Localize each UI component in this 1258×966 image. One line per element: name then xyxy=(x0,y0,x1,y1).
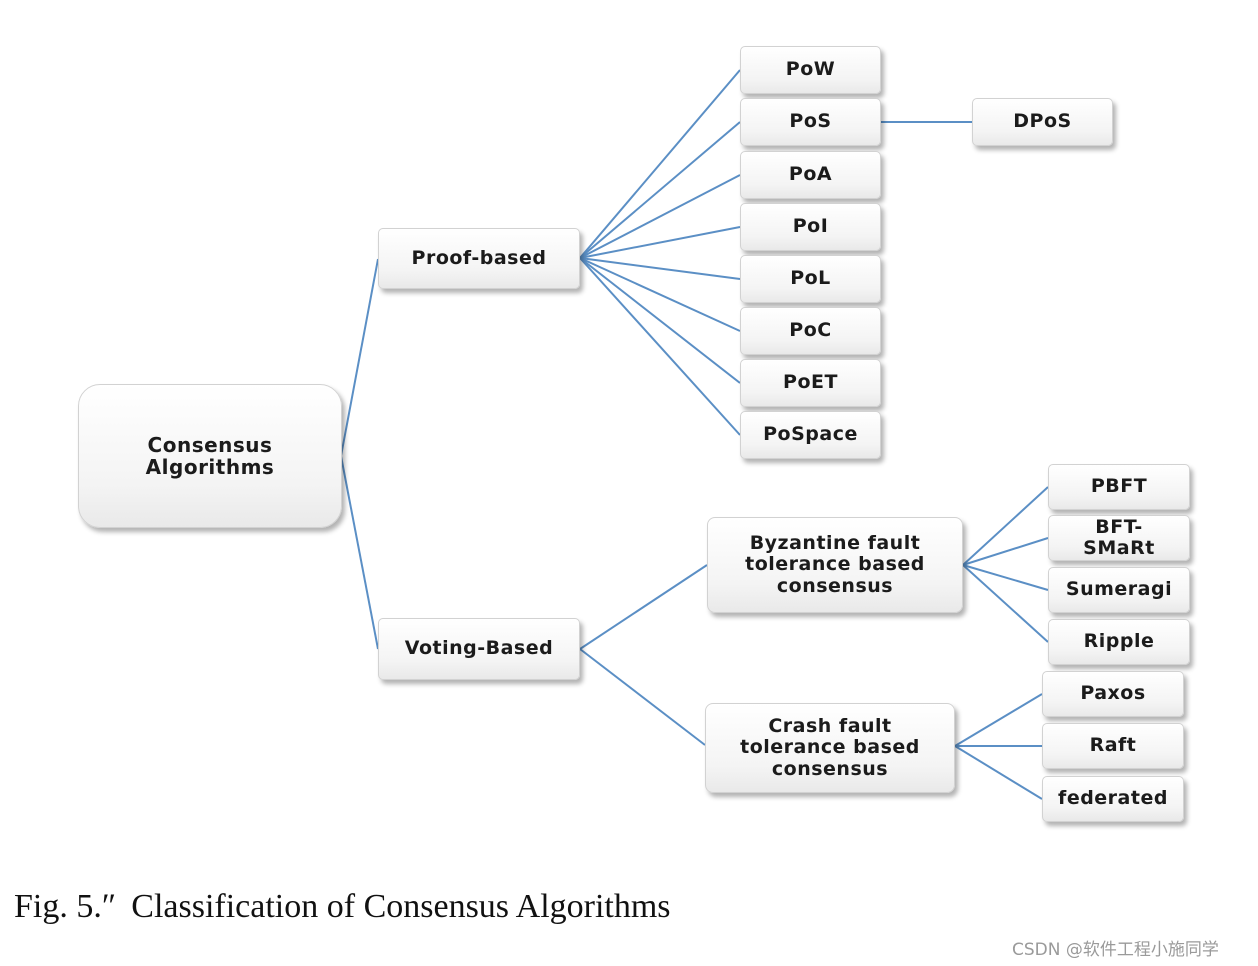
node-dpos: DPoS xyxy=(972,98,1113,146)
connector-root-voting xyxy=(340,455,379,650)
node-byzantine-fault-tolerance: Byzantine fault tolerance based consensu… xyxy=(707,517,963,613)
node-consensus-algorithms: Consensus Algorithms xyxy=(78,384,342,528)
connector-proof-pospace xyxy=(579,257,741,436)
connector-proof-pol xyxy=(579,257,741,280)
node-pol: PoL xyxy=(740,255,881,303)
connector-bft-pbft xyxy=(962,486,1049,566)
figure-caption: Fig. 5.ʺ Classification of Consensus Alg… xyxy=(14,888,671,925)
node-crash-fault-tolerance: Crash fault tolerance based consensus xyxy=(705,703,955,793)
node-bft-smart: BFT- SMaRt xyxy=(1048,515,1190,561)
connector-voting-cft xyxy=(579,648,706,746)
connector-proof-poc xyxy=(579,257,741,332)
connector-bft-sumeragi xyxy=(962,564,1049,591)
connector-proof-pow xyxy=(579,69,741,259)
node-ripple: Ripple xyxy=(1048,619,1190,665)
node-raft: Raft xyxy=(1042,723,1184,769)
node-paxos: Paxos xyxy=(1042,671,1184,717)
connector-proof-poi xyxy=(579,226,741,259)
connector-cft-federated xyxy=(954,745,1043,800)
node-federated: federated xyxy=(1042,776,1184,822)
node-sumeragi: Sumeragi xyxy=(1048,567,1190,613)
node-pow: PoW xyxy=(740,46,881,94)
node-poet: PoET xyxy=(740,359,881,407)
node-poi: PoI xyxy=(740,203,881,251)
connector-bft-bft-smart xyxy=(962,537,1049,566)
node-poa: PoA xyxy=(740,151,881,199)
node-proof-based: Proof-based xyxy=(378,228,580,289)
connector-proof-pos xyxy=(579,121,741,259)
node-pos: PoS xyxy=(740,98,881,146)
node-poc: PoC xyxy=(740,307,881,355)
connector-bft-ripple xyxy=(962,564,1049,643)
watermark: CSDN @软件工程小施同学 xyxy=(1012,940,1219,960)
connector-root-proof xyxy=(340,258,379,457)
connector-proof-poet xyxy=(579,257,741,384)
connector-proof-poa xyxy=(579,174,741,259)
node-pbft: PBFT xyxy=(1048,464,1190,510)
node-pospace: PoSpace xyxy=(740,411,881,459)
connector-voting-bft xyxy=(579,564,708,650)
node-voting-based: Voting-Based xyxy=(378,618,580,680)
connector-cft-paxos xyxy=(954,693,1043,747)
